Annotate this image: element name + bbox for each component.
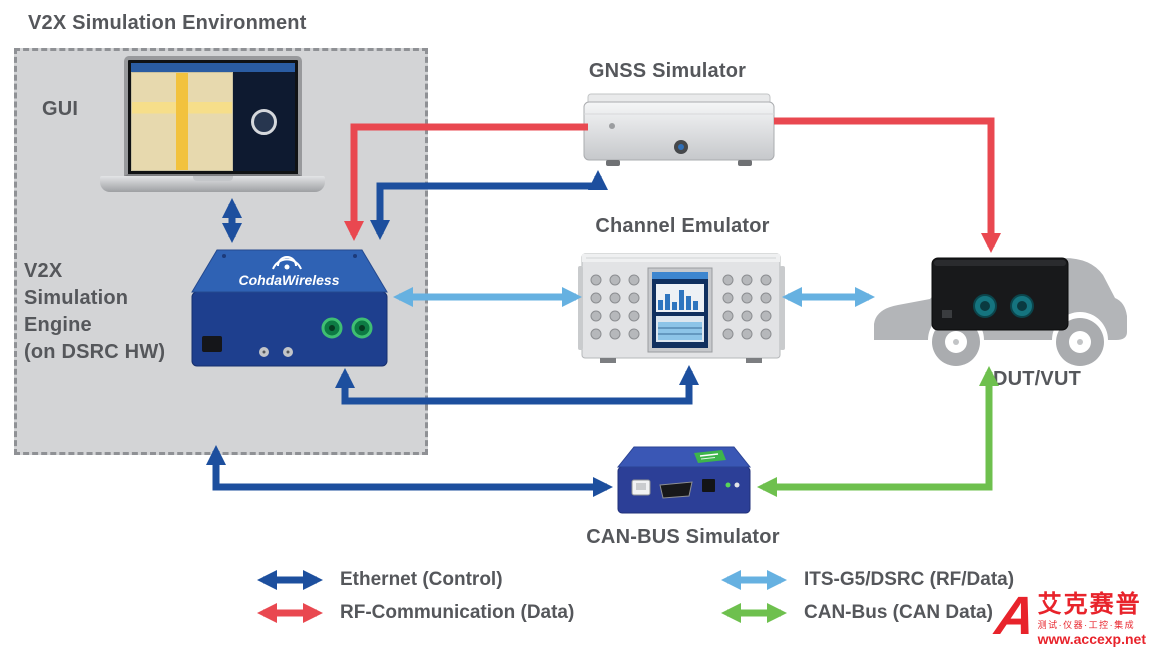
cohda-brand-text: CohdaWireless <box>238 272 339 288</box>
canbus-device <box>616 446 752 514</box>
canbus-db9-port <box>659 481 693 499</box>
canbus-green-label <box>694 450 726 463</box>
gui-laptop <box>100 56 325 196</box>
legend-label-ethernet: Ethernet (Control) <box>340 569 503 590</box>
watermark-accexp: A 艾克赛普 测试·仪器·工控·集成 www.accexp.net <box>991 586 1146 647</box>
watermark-brand: 艾克赛普 <box>1037 591 1142 618</box>
dut-black-unit <box>931 257 1069 331</box>
gui-dial-icon <box>250 108 277 135</box>
gui-label: GUI <box>42 98 79 120</box>
laptop-trackpad-notch <box>192 176 233 181</box>
watermark-url: www.accexp.net <box>1037 631 1146 647</box>
gui-map-view <box>131 72 233 171</box>
channel-connector-grid-right <box>722 274 772 340</box>
channel-emulator-device <box>578 253 785 363</box>
legend-label-can: CAN-Bus (CAN Data) <box>804 602 993 623</box>
gnss-label: GNSS Simulator <box>588 60 747 82</box>
watermark-tagline: 测试·仪器·工控·集成 <box>1037 620 1136 630</box>
dut-vut-label: DUT/VUT <box>992 368 1082 390</box>
legend-label-rf: RF-Communication (Data) <box>340 602 575 623</box>
engine-label: V2X Simulation Engine (on DSRC HW) <box>24 260 166 363</box>
engine-port-block <box>202 336 222 352</box>
gui-app-titlebar <box>131 63 295 72</box>
gui-application <box>131 63 295 171</box>
accexp-logo: A <box>991 586 1039 646</box>
arrow-ethernet-env-canbus <box>206 445 613 497</box>
canbus-usb-port <box>702 479 715 492</box>
v2x-engine-device: CohdaWireless <box>191 249 388 367</box>
channel-connector-grid-left <box>590 274 640 340</box>
laptop-keyboard-base <box>100 176 325 192</box>
gnss-device <box>583 93 775 166</box>
dut-car <box>874 257 1127 366</box>
canbus-label: CAN-BUS Simulator <box>586 526 780 548</box>
page-title: V2X Simulation Environment <box>28 12 307 34</box>
channel-emulator-label: Channel Emulator <box>595 215 770 237</box>
laptop-screen <box>124 56 302 176</box>
legend-label-its: ITS-G5/DSRC (RF/Data) <box>804 569 1015 590</box>
gui-side-panel <box>232 72 295 171</box>
arrow-can-canbus-dut <box>757 366 999 497</box>
